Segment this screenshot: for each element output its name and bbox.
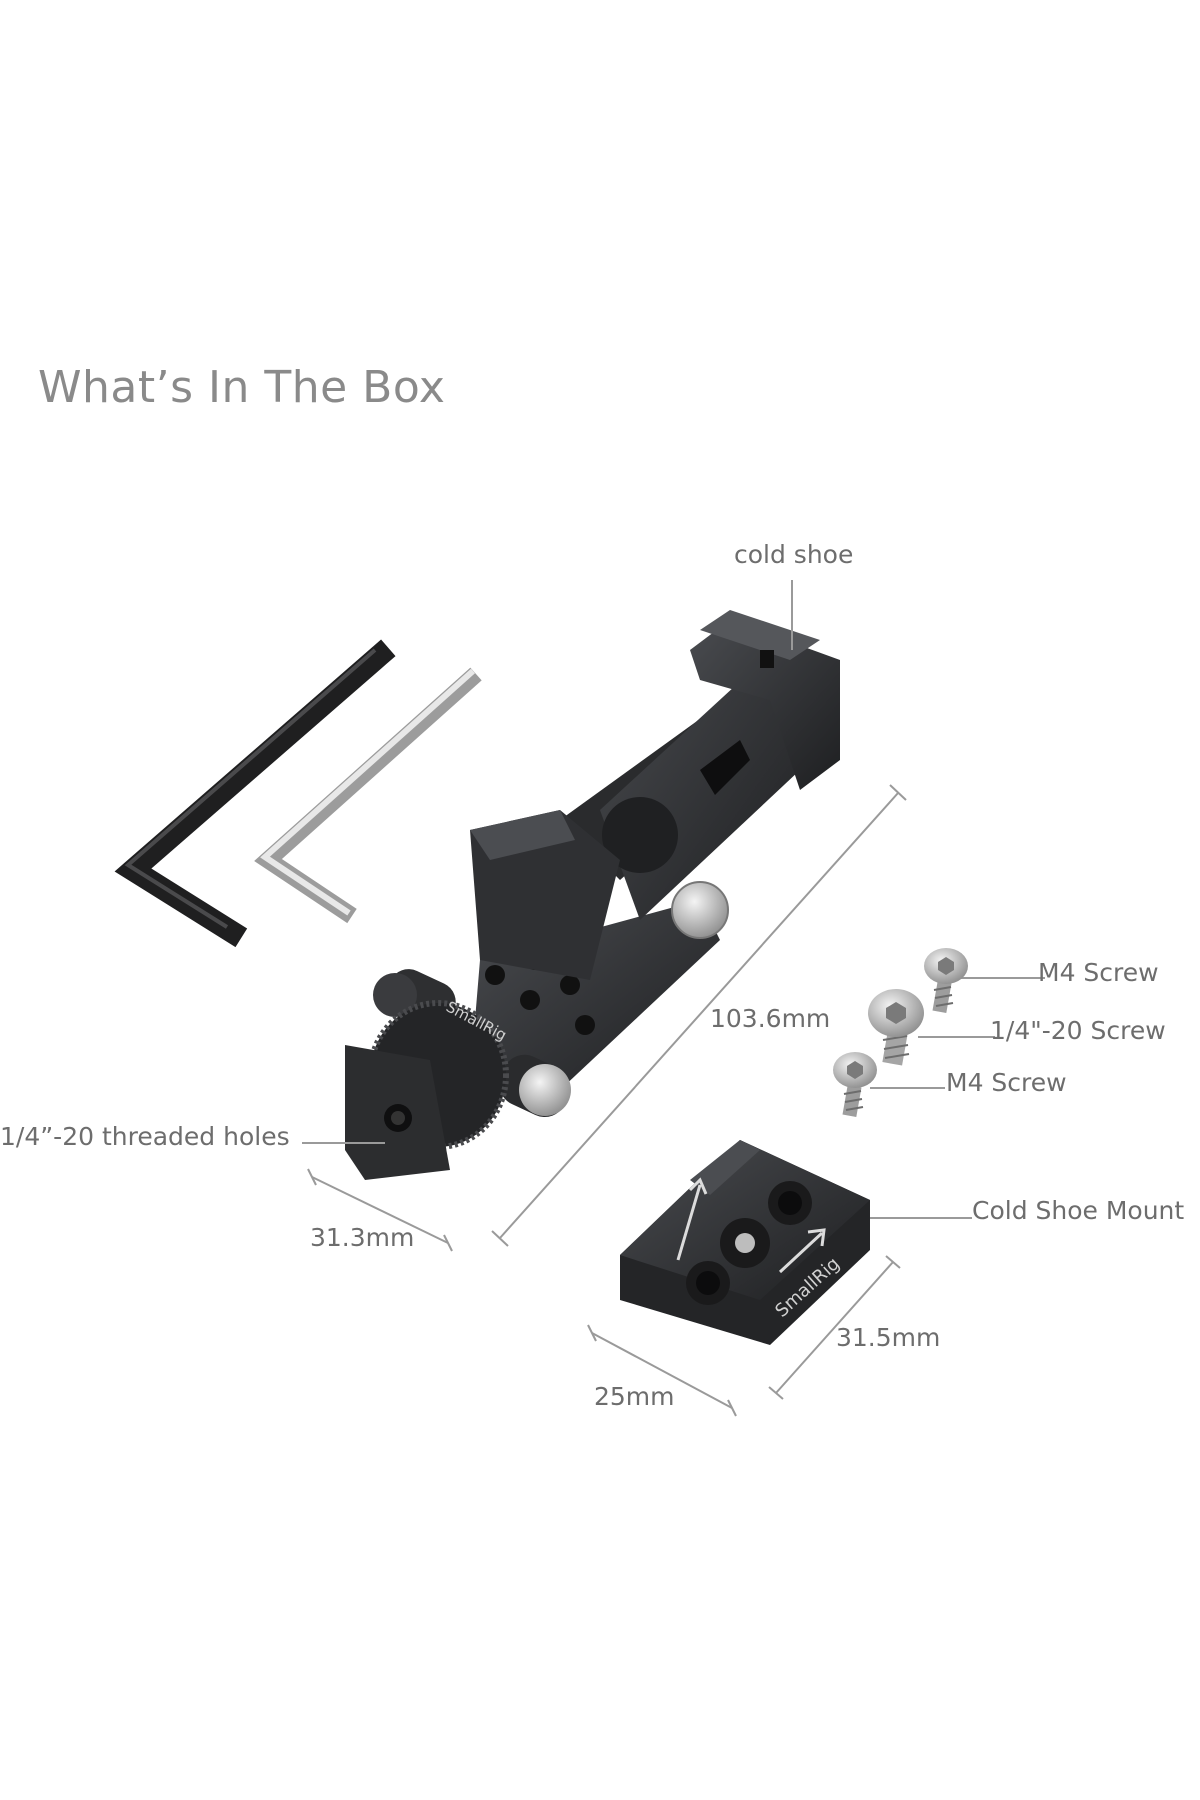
threaded-hole [575, 1015, 595, 1035]
pivot-knob-upper [671, 881, 729, 939]
label-mount-width: 25mm [594, 1382, 675, 1411]
threaded-hole [520, 990, 540, 1010]
label-cold-shoe-mount: Cold Shoe Mount [972, 1196, 1185, 1225]
m4-screw-top [924, 948, 968, 1013]
black-hex-key [114, 639, 396, 948]
threaded-hole [485, 965, 505, 985]
label-m4-screw-bottom: M4 Screw [946, 1068, 1067, 1097]
quarter-20-screw [868, 989, 924, 1066]
silver-hex-key [254, 667, 482, 924]
dimension-mount-width [587, 1324, 737, 1417]
side-clamp-knob-silver [499, 1054, 571, 1118]
label-quarter-screw: 1/4"-20 Screw [990, 1016, 1166, 1045]
arrow-left-icon [676, 1177, 708, 1261]
bottom-shoe [345, 1045, 450, 1180]
dimension-length [491, 784, 907, 1247]
threaded-hole [560, 975, 580, 995]
dimension-knob-width [307, 1168, 453, 1252]
rotation-dial [602, 797, 678, 873]
cold-shoe-top [690, 610, 840, 790]
label-cold-shoe: cold shoe [734, 540, 854, 569]
label-m4-screw-top: M4 Screw [1038, 958, 1159, 987]
label-mount-length: 31.5mm [836, 1323, 941, 1352]
m4-screw-bottom [833, 1052, 877, 1117]
dimension-mount-length [768, 1255, 901, 1400]
label-knob-width: 31.3mm [310, 1223, 415, 1252]
cold-shoe-plate [470, 640, 800, 980]
arrow-right-icon [778, 1228, 826, 1274]
label-length: 103.6mm [710, 1004, 831, 1033]
label-threaded-holes: 1/4”-20 threaded holes [0, 1122, 290, 1151]
page-title: What’s In The Box [38, 362, 446, 413]
cold-shoe-mount [620, 1140, 870, 1345]
